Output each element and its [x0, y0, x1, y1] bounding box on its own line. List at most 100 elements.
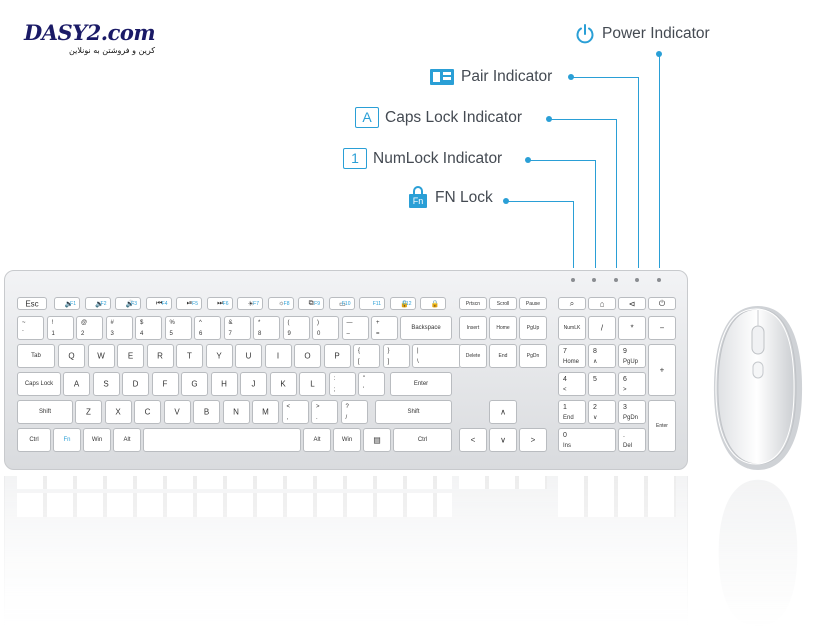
- key-esc[interactable]: Esc: [17, 297, 47, 310]
- key-num-row-4[interactable]: $4: [135, 316, 162, 340]
- key-capslock[interactable]: Caps Lock: [17, 372, 61, 396]
- key-f9[interactable]: ⧉F9: [298, 297, 324, 310]
- key-v[interactable]: V: [163, 400, 191, 424]
- key-scroll-lock[interactable]: Scroll: [489, 297, 517, 310]
- key-shift-left[interactable]: Shift: [17, 400, 73, 424]
- key-a[interactable]: A: [63, 372, 90, 396]
- key-f3[interactable]: 🔊F3: [115, 297, 141, 310]
- key-insert[interactable]: Insert: [459, 316, 487, 340]
- key-w[interactable]: W: [87, 344, 115, 368]
- key-t[interactable]: T: [176, 344, 203, 368]
- key-h[interactable]: H: [210, 372, 238, 396]
- key-numlock[interactable]: NumLK: [558, 316, 586, 340]
- key-c[interactable]: C: [134, 400, 161, 424]
- key-f6[interactable]: ⏭F6: [206, 297, 233, 310]
- key-l[interactable]: L: [299, 372, 326, 396]
- key-b[interactable]: B: [193, 400, 220, 424]
- key-p[interactable]: P: [323, 344, 351, 368]
- key-num-row-11[interactable]: —–: [341, 316, 369, 340]
- key-arrow-left[interactable]: <: [459, 428, 487, 452]
- key-num-enter[interactable]: Enter: [648, 400, 676, 452]
- key-f7[interactable]: ☀F7: [237, 297, 263, 310]
- key-num-minus[interactable]: −: [648, 316, 676, 340]
- key-f8[interactable]: ☼F8: [267, 297, 294, 310]
- key-search[interactable]: ⌕: [558, 297, 586, 310]
- key-f5[interactable]: ⏯F5: [176, 297, 202, 310]
- key-zsym-1[interactable]: >.: [311, 400, 338, 424]
- key-e[interactable]: E: [117, 344, 144, 368]
- key-num-row-12[interactable]: +=: [371, 316, 398, 340]
- key-r[interactable]: R: [146, 344, 174, 368]
- key-m[interactable]: M: [252, 400, 279, 424]
- key-enter[interactable]: Enter: [390, 372, 452, 396]
- key-home[interactable]: Home: [489, 316, 517, 340]
- key-qsym-2[interactable]: |\: [412, 344, 461, 368]
- key-zsym-2[interactable]: ?/: [340, 400, 368, 424]
- key-num-dot[interactable]: .Del: [618, 428, 646, 452]
- key-ctrl-right[interactable]: Ctrl: [393, 428, 452, 452]
- key-num-row-5[interactable]: %5: [164, 316, 192, 340]
- key-numpad2-1[interactable]: 8∧: [588, 344, 616, 368]
- key-alt-left[interactable]: Alt: [113, 428, 141, 452]
- key-num-row-10[interactable]: )0: [312, 316, 339, 340]
- key-k[interactable]: K: [269, 372, 297, 396]
- key-qsym-0[interactable]: {[: [353, 344, 380, 368]
- key-num-row-1[interactable]: !1: [46, 316, 74, 340]
- key-num-row-9[interactable]: (9: [282, 316, 310, 340]
- key-pause[interactable]: Pause: [519, 297, 547, 310]
- key-s[interactable]: S: [92, 372, 120, 396]
- key-arrow-up[interactable]: ∧: [489, 400, 517, 424]
- key-num-row-8[interactable]: *8: [253, 316, 280, 340]
- key-win-left[interactable]: Win: [83, 428, 111, 452]
- key-j[interactable]: J: [240, 372, 267, 396]
- key-arrow-down[interactable]: ∨: [489, 428, 517, 452]
- key-fn[interactable]: Fn: [53, 428, 81, 452]
- key-back-web[interactable]: ⊲: [618, 297, 646, 310]
- key-num-row-7[interactable]: &7: [223, 316, 251, 340]
- key-pgdn[interactable]: PgDn: [519, 344, 547, 368]
- key-end[interactable]: End: [489, 344, 517, 368]
- key-q[interactable]: Q: [58, 344, 85, 368]
- key-f1[interactable]: 🔈F1: [54, 297, 80, 310]
- key-power[interactable]: ⏻: [648, 297, 676, 310]
- key-win-right[interactable]: Win: [333, 428, 361, 452]
- key-numpad3-1[interactable]: 5: [588, 372, 616, 396]
- key-space[interactable]: [143, 428, 301, 452]
- key-x[interactable]: X: [104, 400, 132, 424]
- key-i[interactable]: I: [264, 344, 292, 368]
- key-menu[interactable]: ▤: [363, 428, 391, 452]
- key-num-multiply[interactable]: *: [618, 316, 646, 340]
- key-home-web[interactable]: ⌂: [588, 297, 616, 310]
- key-n[interactable]: N: [222, 400, 250, 424]
- key-num-divide[interactable]: /: [588, 316, 616, 340]
- key-alt-right[interactable]: Alt: [303, 428, 331, 452]
- key-num-row-2[interactable]: @2: [76, 316, 103, 340]
- key-qsym-1[interactable]: }]: [382, 344, 410, 368]
- key-f[interactable]: F: [151, 372, 179, 396]
- key-tab[interactable]: Tab: [17, 344, 55, 368]
- key-shift-right[interactable]: Shift: [375, 400, 452, 424]
- key-zsym-0[interactable]: <,: [281, 400, 309, 424]
- key-delete[interactable]: Delete: [459, 344, 487, 368]
- key-asym-0[interactable]: :;: [328, 372, 356, 396]
- key-ctrl-left[interactable]: Ctrl: [17, 428, 51, 452]
- key-g[interactable]: G: [181, 372, 208, 396]
- key-num-plus[interactable]: +: [648, 344, 676, 396]
- key-numpad3-2[interactable]: 6>: [618, 372, 646, 396]
- key-numpad4-1[interactable]: 2∨: [588, 400, 616, 424]
- key-o[interactable]: O: [294, 344, 321, 368]
- key-num-row-3[interactable]: #3: [105, 316, 133, 340]
- key-numpad3-0[interactable]: 4<: [558, 372, 586, 396]
- key-num-row-0[interactable]: ~`: [17, 316, 44, 340]
- key-f2[interactable]: 🔉F2: [84, 297, 111, 310]
- key-backspace[interactable]: Backspace: [400, 316, 452, 340]
- key-f12[interactable]: 🔒F12: [389, 297, 416, 310]
- key-u[interactable]: U: [235, 344, 262, 368]
- key-num-row-6[interactable]: ^6: [194, 316, 221, 340]
- key-prtscn[interactable]: Prtscn: [459, 297, 487, 310]
- key-f13[interactable]: 🔒: [420, 297, 446, 310]
